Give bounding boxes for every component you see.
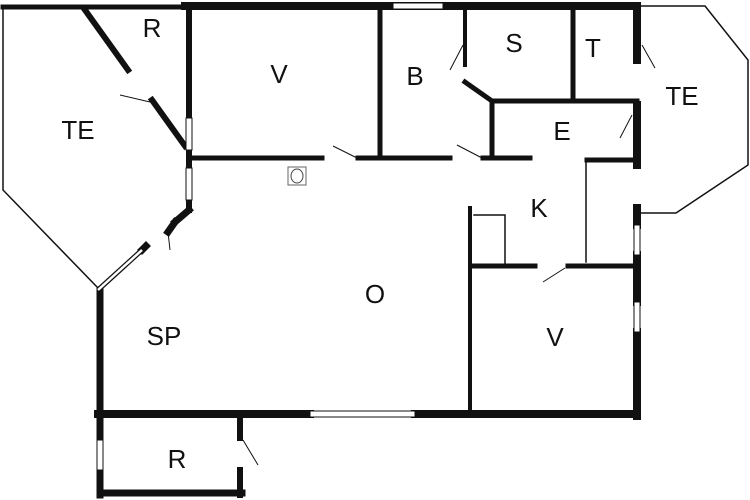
room-labels: R TE V B S T TE E K O SP V R <box>61 13 698 474</box>
room-label-r-bottom: R <box>168 444 187 474</box>
walls <box>0 2 641 499</box>
room-label-s: S <box>505 28 522 58</box>
room-label-sp: SP <box>147 321 182 351</box>
room-label-e: E <box>553 116 570 146</box>
room-label-r-top: R <box>143 13 162 43</box>
windows <box>96 2 641 471</box>
room-label-te-left: TE <box>61 115 94 145</box>
room-label-b: B <box>406 61 423 91</box>
room-label-v-bottom: V <box>546 322 564 352</box>
room-label-t: T <box>585 33 601 63</box>
room-label-v-top: V <box>270 59 288 89</box>
room-label-o: O <box>365 279 385 309</box>
terrace-left-outline <box>2 7 99 289</box>
room-label-k: K <box>530 193 548 223</box>
door-swings <box>119 44 656 466</box>
room-label-te-right: TE <box>665 81 698 111</box>
fireplace-symbol <box>287 166 307 186</box>
terrace-right-outline <box>641 5 749 214</box>
